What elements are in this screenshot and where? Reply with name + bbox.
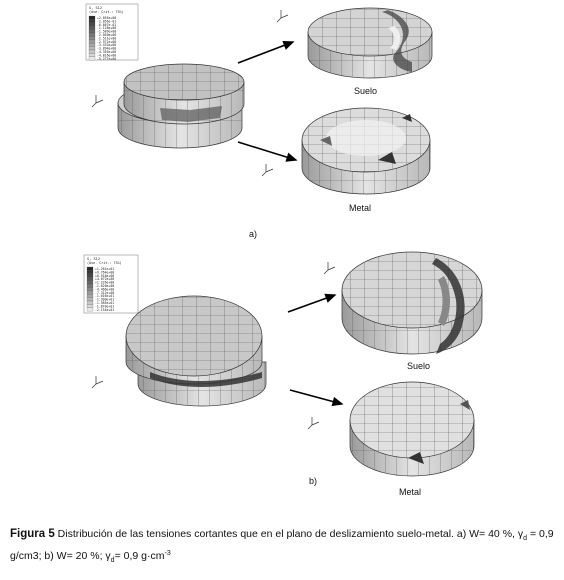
arrow-a-upper (237, 40, 295, 64)
label-metal-b: Metal (399, 487, 422, 497)
legend-swatch (88, 19, 96, 23)
legend-swatch (86, 273, 94, 278)
legend-swatch (88, 53, 96, 57)
legend-swatch (86, 287, 94, 291)
assembly-a (117, 63, 245, 149)
legend-value: -1.128e+00 (97, 26, 116, 30)
legend-value: +2.055e+00 (97, 16, 116, 20)
legend-swatch (86, 270, 94, 274)
panel-a: S, S12 (Ave. Crit.: 75%) +2.055e+00-2.05… (85, 3, 433, 195)
legend-b-header: S, S12 (87, 257, 100, 261)
soil-disk-a (307, 7, 433, 79)
assembly-b (125, 295, 267, 407)
legend-value: -2.056e-01 (97, 19, 116, 23)
arrow-b-upper (287, 293, 337, 313)
metal-disk-b (349, 381, 475, 477)
panel-b: S, S12 (Ave. Crit.: 75%) +1.261e+01+9.76… (83, 251, 483, 477)
legend-a-swatches: +2.055e+00-2.056e-01-6.667e-01-1.128e+00… (88, 15, 116, 61)
svg-text:(Ave. Crit.: 75%): (Ave. Crit.: 75%) (89, 10, 124, 14)
legend-a: S, S12 (Ave. Crit.: 75%) +2.055e+00-2.05… (85, 3, 139, 61)
axis-triad-a3 (261, 164, 274, 177)
legend-swatch (88, 36, 96, 40)
arrow-a-lower (237, 141, 298, 162)
legend-b-swatches: +1.261e+01+9.764e+00+6.918e+00+4.072e+00… (86, 266, 114, 312)
axis-triad-a2 (276, 10, 289, 23)
legend-swatch (86, 304, 94, 308)
legend-swatch (86, 297, 94, 302)
legend-value: -3.433e+00 (97, 43, 116, 47)
legend-value: +6.918e+00 (95, 274, 114, 278)
svg-text:(Ave. Crit.: 75%): (Ave. Crit.: 75%) (87, 261, 122, 265)
caption-text-3: = 0,9 g·cm (114, 550, 165, 562)
legend-value: -7.312e+00 (95, 291, 114, 295)
legend-value: -4.816e+00 (97, 53, 116, 57)
label-metal-a: Metal (349, 203, 372, 213)
legend-swatch (86, 283, 94, 288)
legend-swatch (88, 26, 96, 30)
legend-value: -2.511e+00 (97, 36, 116, 40)
legend-swatch (86, 300, 94, 305)
axis-triad-b2 (323, 262, 336, 275)
legend-value: -1.589e+00 (97, 30, 116, 34)
legend-swatch (88, 22, 96, 27)
legend-value: +1.226e+00 (95, 281, 114, 285)
legend-value: -1.870e+01 (95, 304, 114, 308)
legend-value: -1.300e+01 (95, 298, 114, 302)
legend-swatch (88, 49, 96, 54)
label-panel-b: b) (309, 476, 318, 486)
arrow-b-lower (289, 389, 344, 407)
legend-swatch (88, 56, 96, 61)
legend-swatch (88, 29, 96, 34)
axis-triad-a1 (91, 95, 104, 108)
legend-swatch (88, 46, 96, 51)
legend-value: -2.050e+00 (97, 33, 116, 37)
caption-label: Figura 5 (10, 528, 55, 540)
legend-value: +4.072e+00 (95, 277, 114, 281)
legend-value: +1.261e+01 (95, 267, 114, 271)
legend-swatch (88, 15, 96, 20)
legend-swatch (86, 266, 94, 271)
axis-triad-b3 (307, 417, 320, 430)
label-suelo-b: Suelo (407, 361, 431, 371)
legend-a-header: S, S12 (89, 6, 102, 10)
legend-value: +9.764e+00 (95, 270, 114, 274)
legend-value: -1.620e+00 (95, 284, 114, 288)
legend-value: -1.585e+01 (95, 301, 114, 305)
metal-disk-a (301, 107, 431, 195)
label-suelo-a: Suelo (354, 86, 378, 96)
legend-value: -1.016e+01 (95, 294, 114, 298)
legend-value: -3.894e+00 (97, 47, 116, 51)
legend-swatch (86, 280, 94, 285)
legend-swatch (86, 290, 94, 295)
soil-disk-b (341, 251, 483, 355)
legend-swatch (86, 307, 94, 312)
figure-5-illustration: S, S12 (Ave. Crit.: 75%) +2.055e+00-2.05… (83, 3, 483, 477)
legend-value: -6.667e-01 (97, 23, 116, 27)
legend-b: S, S12 (Ave. Crit.: 75%) +1.261e+01+9.76… (83, 254, 139, 314)
label-panel-a: a) (249, 229, 258, 239)
figure-caption: Figura 5 Distribución de las tensiones c… (10, 528, 554, 564)
legend-value: -2.972e+00 (97, 40, 116, 44)
axis-triad-b1 (91, 376, 104, 389)
legend-swatch (88, 43, 96, 47)
legend-value: -4.466e+00 (95, 287, 114, 291)
legend-swatch (86, 294, 94, 298)
legend-swatch (86, 277, 94, 281)
legend-value: -5.277e+00 (97, 57, 116, 61)
legend-swatch (88, 39, 96, 44)
caption-text-1: Distribución de las tensiones cortantes … (54, 528, 524, 540)
legend-value: -4.355e+00 (97, 50, 116, 54)
legend-value: -2.154e+01 (95, 308, 114, 312)
caption-text-2: = 0,9 g/cm3; b) W= 20 %; γ (10, 528, 554, 562)
legend-swatch (88, 32, 96, 37)
